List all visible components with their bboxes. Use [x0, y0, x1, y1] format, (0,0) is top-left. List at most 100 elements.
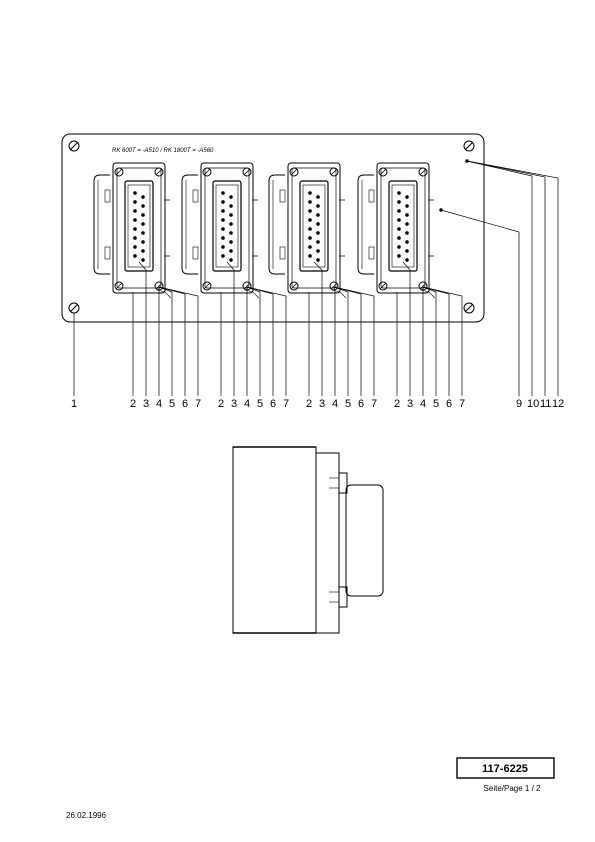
contact-pin — [316, 240, 320, 244]
contact-pin — [397, 191, 401, 195]
connector-latch — [181, 174, 198, 275]
contact-pin — [405, 258, 409, 262]
contact-pin — [308, 254, 312, 258]
page-indicator: Seite/Page 1 / 2 — [484, 784, 541, 793]
contact-pin — [133, 245, 137, 249]
group-leader-lines — [132, 261, 463, 396]
contact-pin — [221, 254, 225, 258]
contact-pin — [141, 240, 145, 244]
callout-label: 5 — [433, 398, 439, 410]
contact-pin — [397, 227, 401, 231]
contact-pin — [316, 222, 320, 226]
side-view — [232, 446, 384, 634]
connector-module — [181, 162, 260, 299]
callout-label: 5 — [169, 398, 175, 410]
contact-pin — [308, 236, 312, 240]
contact-pin — [141, 195, 145, 199]
contact-pin — [221, 218, 225, 222]
screw-icon — [68, 140, 80, 152]
callout-1: 1 — [71, 398, 77, 410]
screw-icon — [154, 167, 164, 177]
contact-pin — [229, 204, 233, 208]
callout-label: 7 — [283, 398, 289, 410]
contact-pin — [221, 200, 225, 204]
contact-pin — [229, 258, 233, 262]
connector-housing — [200, 162, 254, 294]
contact-pin — [405, 195, 409, 199]
contact-pin — [397, 245, 401, 249]
side-view-connector — [345, 484, 384, 597]
contact-pin — [316, 249, 320, 253]
callout-label: 2 — [218, 398, 224, 410]
contact-pin — [316, 204, 320, 208]
callout-label: 6 — [358, 398, 364, 410]
contact-pin — [405, 249, 409, 253]
callout-label: 4 — [420, 398, 426, 410]
contact-pin — [141, 231, 145, 235]
callout-label: 3 — [231, 398, 237, 410]
screw-icon — [114, 281, 124, 291]
contact-pin — [133, 200, 137, 204]
screw-icon — [463, 302, 475, 314]
contact-pin — [397, 209, 401, 213]
contact-pin — [397, 200, 401, 204]
contact-pin — [316, 195, 320, 199]
part-number: 117-6225 — [482, 763, 528, 775]
screw-icon — [329, 281, 339, 291]
screw-icon — [418, 167, 428, 177]
panel-screws — [68, 140, 475, 314]
contact-pin — [397, 236, 401, 240]
connector-module — [268, 162, 347, 299]
contact-pin — [133, 209, 137, 213]
contact-pin — [405, 231, 409, 235]
callout-label: 7 — [459, 398, 465, 410]
callout-label: 2 — [130, 398, 136, 410]
callout-label: 4 — [156, 398, 162, 410]
leader-lines — [73, 160, 559, 396]
side-view-flange — [315, 452, 340, 634]
screw-icon — [202, 281, 212, 291]
drawing-date: 26.02.1996 — [66, 811, 107, 820]
side-view-screw-top — [338, 472, 348, 494]
screw-icon — [329, 167, 339, 177]
contact-pin — [308, 191, 312, 195]
contact-pin — [316, 213, 320, 217]
connector-housing — [287, 162, 341, 294]
callout-11: 11 — [540, 398, 551, 410]
connector-latch — [93, 174, 110, 275]
connector-module — [357, 162, 436, 299]
callout-label: 7 — [195, 398, 201, 410]
screw-icon — [463, 140, 475, 152]
screw-icon — [289, 167, 299, 177]
contact-pin — [141, 204, 145, 208]
callout-label: 7 — [371, 398, 377, 410]
connector-insert — [124, 180, 154, 272]
contact-pin — [405, 213, 409, 217]
callout-label: 3 — [319, 398, 325, 410]
screw-icon — [289, 281, 299, 291]
contact-pin — [229, 231, 233, 235]
contact-pin — [229, 195, 233, 199]
screw-icon — [378, 281, 388, 291]
contact-pin — [141, 213, 145, 217]
contact-pin — [229, 240, 233, 244]
screw-icon — [114, 167, 124, 177]
callout-10: 10 — [527, 398, 539, 410]
connector-module — [93, 162, 172, 299]
contact-pin — [405, 204, 409, 208]
contact-pin — [308, 200, 312, 204]
contact-pin — [141, 249, 145, 253]
connector-insert — [299, 180, 329, 272]
callout-label: 2 — [394, 398, 400, 410]
screw-icon — [68, 302, 80, 314]
contact-pin — [405, 222, 409, 226]
side-view-screw-bottom — [338, 586, 348, 608]
screw-icon — [202, 167, 212, 177]
contact-pin — [221, 227, 225, 231]
part-number-box — [456, 757, 555, 779]
callout-label: 4 — [244, 398, 250, 410]
contact-pin — [133, 191, 137, 195]
contact-pin — [133, 254, 137, 258]
contact-pin — [229, 222, 233, 226]
screw-icon — [242, 167, 252, 177]
